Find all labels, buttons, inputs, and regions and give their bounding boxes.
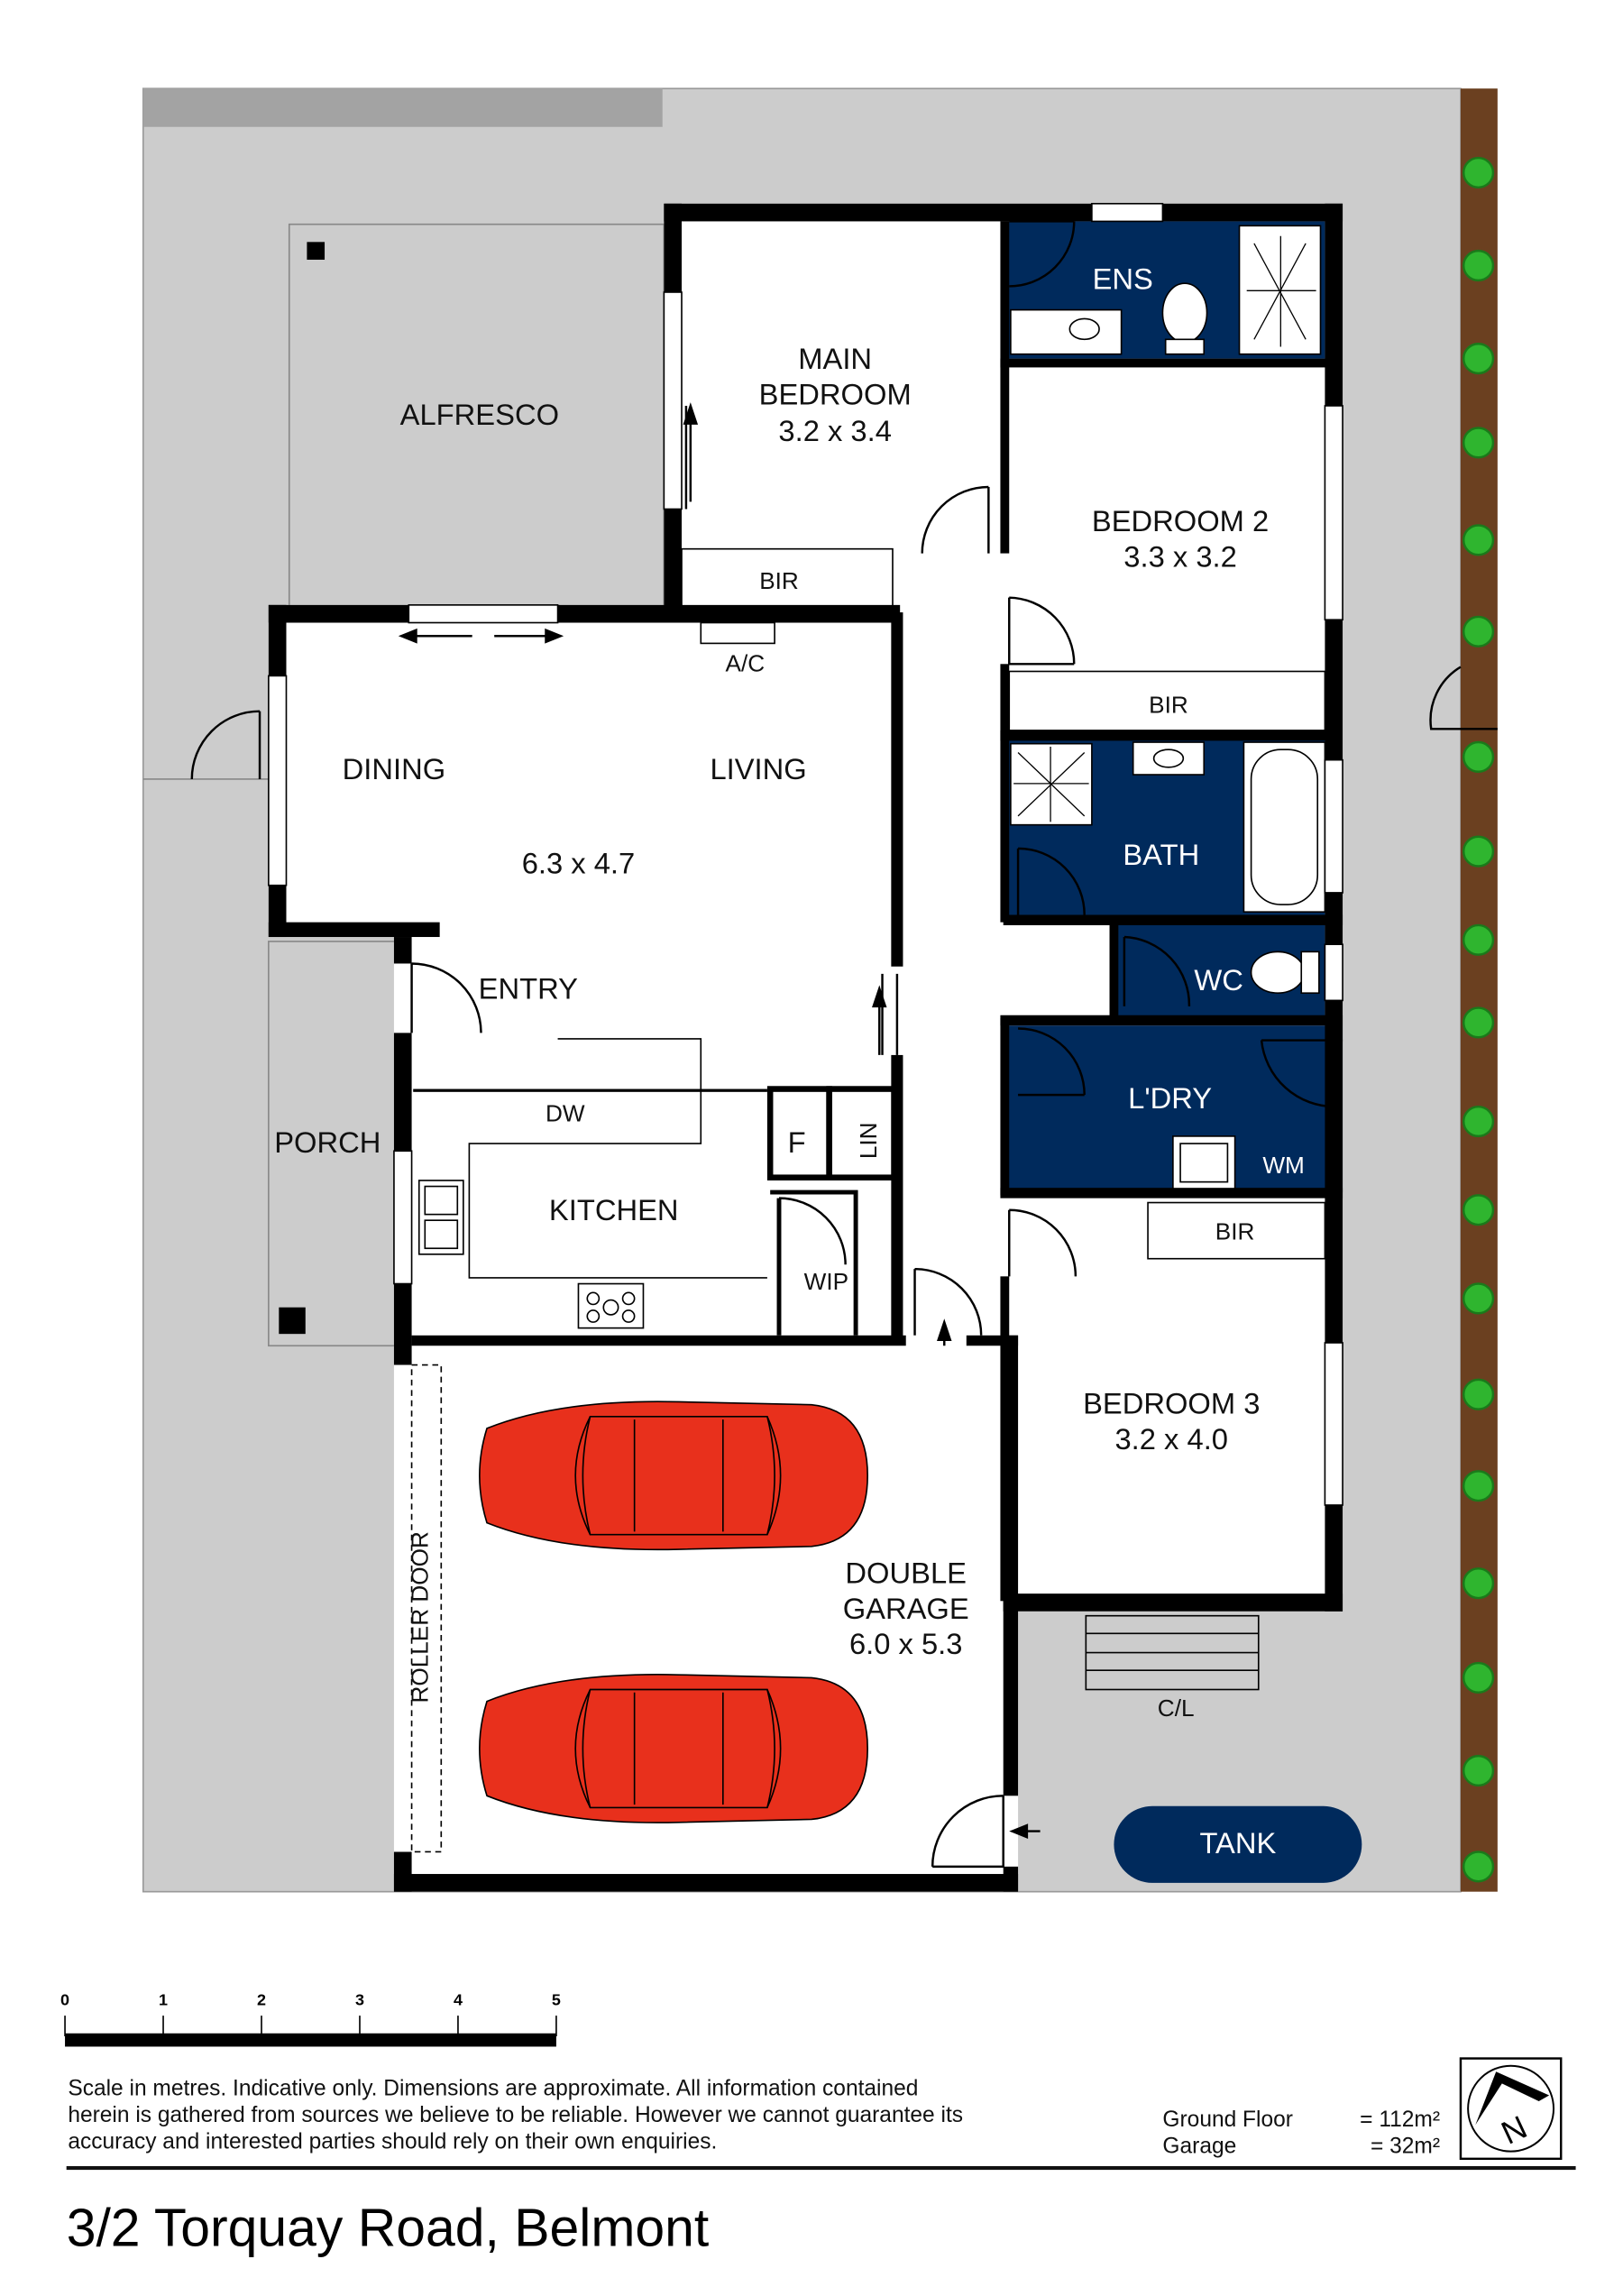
ens-toilet — [1161, 282, 1208, 344]
lin-label: LIN — [855, 1122, 882, 1159]
tree-icon — [1462, 1378, 1495, 1410]
area-garage-value: = 32m² — [1371, 2134, 1440, 2158]
main-bedroom-label: MAIN — [798, 342, 872, 375]
sliding-door-arrows — [398, 402, 1041, 1839]
alfresco-post — [307, 242, 326, 260]
disclaimer-line-1: Scale in metres. Indicative only. Dimens… — [68, 2076, 918, 2100]
ldry-label: L'DRY — [1128, 1081, 1212, 1115]
wc-label: WC — [1194, 963, 1243, 996]
tree-icon — [1462, 1006, 1495, 1039]
tree-icon — [1462, 740, 1495, 773]
bir-2-label: BIR — [1149, 691, 1188, 718]
bedroom3-label: BEDROOM 3 — [1083, 1387, 1260, 1420]
tree-icon — [1462, 343, 1495, 375]
car-roof — [582, 1415, 775, 1536]
porch-label: PORCH — [274, 1125, 381, 1159]
ens-basin — [1068, 317, 1100, 341]
wc-toilet — [1250, 951, 1306, 995]
garage-label-2: GARAGE — [843, 1592, 969, 1625]
kitchen-label: KITCHEN — [549, 1193, 679, 1226]
kitchen-bench — [468, 1038, 767, 1279]
north-compass-icon: N — [1459, 2057, 1563, 2161]
doors — [410, 220, 1343, 1869]
tree-icon — [1462, 1754, 1495, 1787]
tree-icon — [1462, 923, 1495, 956]
ens-vanity — [1010, 308, 1123, 355]
area-ground-label: Ground Floor — [1162, 2108, 1293, 2132]
dw-label: DW — [546, 1100, 585, 1127]
tank-label: TANK — [1199, 1826, 1276, 1860]
fence-gate-door — [1429, 666, 1498, 730]
wip-label: WIP — [804, 1268, 848, 1295]
ac-label: A/C — [726, 649, 766, 676]
main-bedroom-label-2: BEDROOM — [759, 377, 912, 410]
tree-icon — [1462, 1567, 1495, 1600]
cooktop — [577, 1282, 645, 1329]
car-roof — [582, 1688, 775, 1809]
area-garage-label: Garage — [1162, 2134, 1236, 2158]
porch-post — [279, 1307, 306, 1335]
tree-icon — [1462, 249, 1495, 282]
tree-icon — [1462, 1851, 1495, 1883]
car — [479, 1401, 868, 1551]
footer-divider — [66, 2166, 1576, 2171]
tree-icon — [1462, 835, 1495, 868]
tank — [1114, 1805, 1362, 1883]
wm-label: WM — [1262, 1152, 1304, 1179]
tree-icon — [1462, 1282, 1495, 1315]
clothesline-label: C/L — [1158, 1694, 1195, 1722]
tree-icon — [1462, 1661, 1495, 1694]
bedroom2-label: BEDROOM 2 — [1092, 504, 1269, 537]
roller-door-label: ROLLER DOOR — [407, 1531, 434, 1703]
tree-icon — [1462, 156, 1495, 189]
ac-unit — [700, 621, 775, 645]
tree-icon — [1462, 524, 1495, 556]
clothesline — [1085, 1614, 1260, 1691]
area-ground-value: = 112m² — [1360, 2108, 1440, 2132]
tree-icon — [1462, 1194, 1495, 1226]
main-bedroom-dims: 3.2 x 3.4 — [778, 414, 892, 447]
scale-tick-label: 3 — [355, 1991, 364, 2009]
bath-label: BATH — [1123, 838, 1199, 871]
side-gate-door — [190, 710, 261, 779]
garage-label: DOUBLE — [845, 1557, 967, 1590]
trees — [1462, 156, 1495, 1883]
tree-icon — [1462, 427, 1495, 459]
disclaimer-line-2: herein is gathered from sources we belie… — [68, 2103, 963, 2127]
scale-tick-label: 5 — [552, 1991, 561, 2009]
alfresco-label: ALFRESCO — [400, 398, 559, 431]
scale-tick-label: 4 — [454, 1991, 463, 2009]
address-title: 3/2 Torquay Road, Belmont — [67, 2199, 710, 2257]
neighbour-strip — [142, 88, 663, 127]
ens-shower — [1238, 225, 1322, 355]
car — [479, 1674, 868, 1823]
walls — [268, 203, 1343, 1892]
ens-label: ENS — [1093, 262, 1153, 296]
tree-icon — [1462, 615, 1495, 647]
windows — [268, 202, 1343, 1506]
bir-main-label: BIR — [759, 567, 799, 594]
scale-tick-label: 0 — [60, 1991, 69, 2009]
bedroom2-dims: 3.3 x 3.2 — [1123, 539, 1237, 573]
fridge-label: F — [788, 1125, 806, 1159]
dining-label: DINING — [343, 752, 446, 785]
scale-tick-label: 1 — [159, 1991, 168, 2009]
roller-door — [410, 1364, 443, 1853]
bedroom3-dims: 3.2 x 4.0 — [1114, 1422, 1228, 1456]
living-dims: 6.3 x 4.7 — [522, 847, 636, 880]
bir-3-label: BIR — [1215, 1217, 1255, 1244]
disclaimer-line-3: accuracy and interested parties should r… — [68, 2129, 717, 2154]
alfresco-area — [288, 223, 665, 609]
entry-label: ENTRY — [479, 972, 578, 1006]
porch-area — [268, 941, 399, 1347]
tree-icon — [1462, 1470, 1495, 1502]
garage-dims: 6.0 x 5.3 — [849, 1627, 963, 1660]
tree-icon — [1462, 1105, 1495, 1138]
living-label: LIVING — [710, 752, 806, 785]
scale-bar: 0 1 2 3 4 5 — [60, 1991, 561, 2047]
scale-tick-label: 2 — [257, 1991, 266, 2009]
